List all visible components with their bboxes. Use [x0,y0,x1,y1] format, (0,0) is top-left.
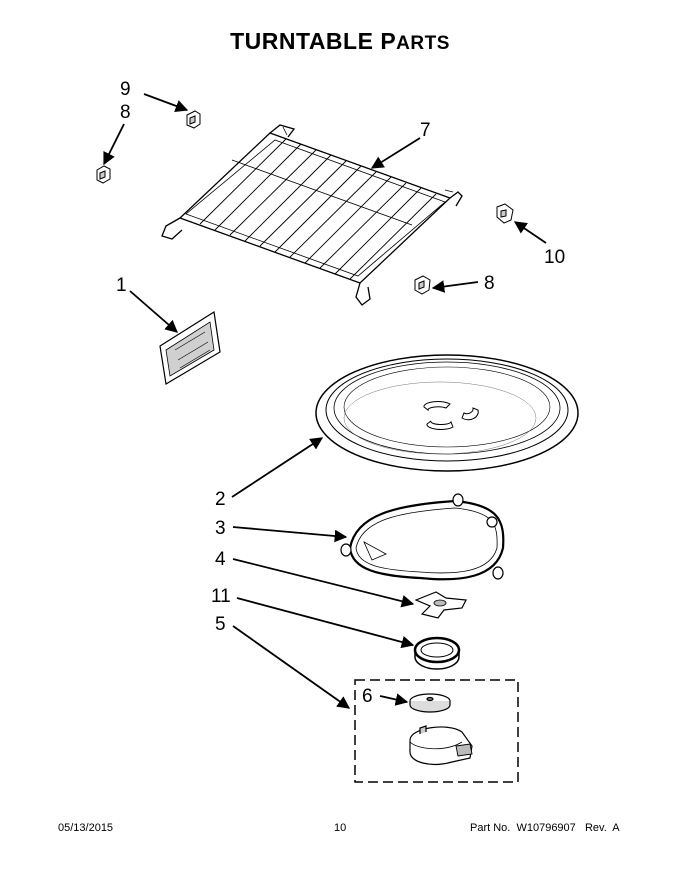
callout-3: 3 [215,518,226,539]
rack-support-10 [496,203,514,224]
callout-7: 7 [420,120,431,141]
leader-1 [129,290,178,333]
leader-4 [232,558,415,608]
coupler-4 [414,591,467,619]
leader-3 [232,526,348,543]
motor-cover-6 [409,693,451,713]
rack-clip-8-left [96,165,111,184]
seal-ring-11 [413,636,461,670]
waveguide-cover-1 [159,311,221,385]
rack-clip-9 [186,110,201,129]
leader-9 [143,93,189,112]
rack-clip-8-right [414,275,431,295]
callout-5: 5 [215,614,226,635]
callout-8-left: 8 [120,102,131,123]
callout-1: 1 [116,275,127,296]
leader-8-right [431,280,479,293]
leader-8-left [103,123,125,166]
callout-9: 9 [120,79,131,100]
turntable-motor [409,725,473,765]
callout-11: 11 [211,586,231,607]
leader-7 [370,137,421,169]
page-title: TURNTABLE PARTS [230,28,450,54]
footer-page-number: 10 [334,822,347,834]
leader-2 [231,437,324,498]
leader-10 [513,221,547,244]
motor-assembly-box-5 [354,679,519,783]
leader-11 [236,597,415,649]
callout-6: 6 [362,686,373,707]
wire-rack-7 [161,124,463,306]
turntable-tray-2 [315,354,579,472]
callout-4: 4 [215,549,226,570]
footer-date: 05/13/2015 [58,822,114,834]
callout-8-right: 8 [484,273,495,294]
roller-ring-3 [340,493,505,581]
leader-5 [232,625,351,709]
footer-part-number: Part No. W10796907 Rev. A [470,822,620,834]
callout-10: 10 [544,247,565,268]
callout-2: 2 [215,489,226,510]
leader-6 [379,693,409,706]
